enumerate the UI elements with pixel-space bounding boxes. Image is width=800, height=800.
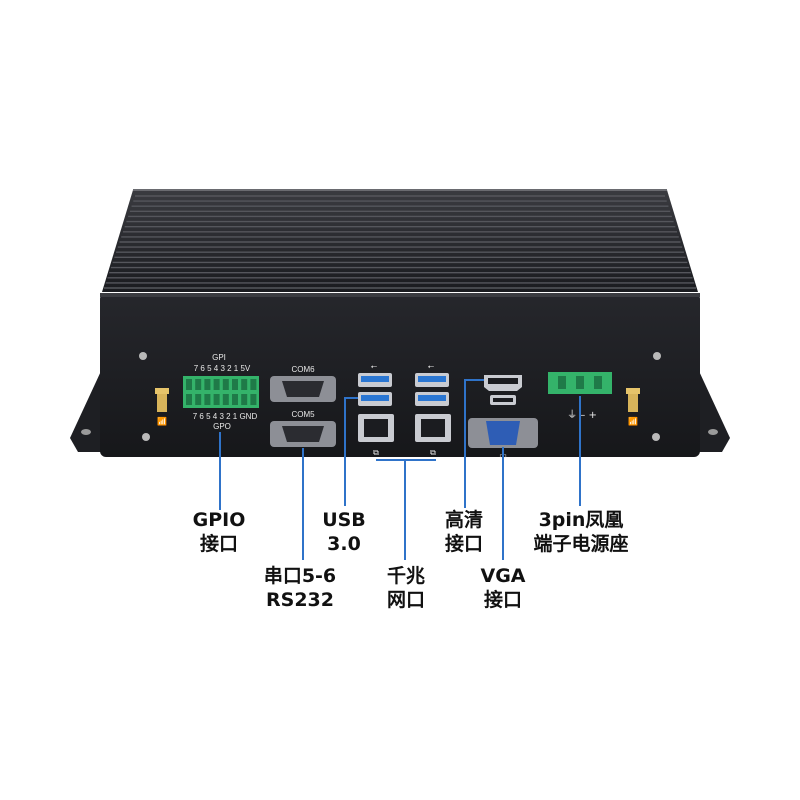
heatsink-fins — [102, 189, 698, 292]
gpi-pin-labels: 7 6 5 4 3 2 1 5V — [194, 364, 251, 373]
wifi-icon: 📶 — [157, 416, 167, 426]
gpo-pin-labels: 7 6 5 4 3 2 1 GND — [193, 412, 258, 421]
hdmi-port — [484, 375, 522, 391]
gpio-pin — [250, 379, 257, 390]
antenna-connector-right: 📶 — [626, 388, 640, 426]
usb3-ports: ⭠ ⭠ — [358, 362, 449, 406]
gpio-pin — [213, 394, 220, 405]
hdmi-callout: 高清 接口 — [428, 508, 500, 556]
usb-callout-line1: USB — [322, 509, 366, 531]
com6-label: COM6 — [291, 365, 315, 374]
power-callout-line1: 3pin凤凰 — [538, 509, 624, 531]
gpio-pin — [195, 379, 202, 390]
gpio-callout-line1: GPIO — [192, 509, 246, 531]
gpio-pin — [204, 379, 211, 390]
hdmi-callout-line1: 高清 — [444, 509, 483, 531]
usb-icon: ⭠ — [371, 362, 378, 371]
lan-callout-line2: 网口 — [386, 589, 425, 611]
serial-callout-line2: RS232 — [266, 589, 334, 611]
com5-label: COM5 — [291, 410, 315, 419]
vga-callout: VGA 接口 — [465, 564, 541, 612]
mounting-bracket-left — [70, 356, 108, 452]
gpio-callout-line2: 接口 — [199, 533, 238, 555]
gpio-pin — [222, 394, 229, 405]
usb-icon: ⭠ — [428, 362, 435, 371]
lan-callout: 千兆 网口 — [368, 564, 444, 612]
power-polarity-label: ⏚ – + — [567, 409, 597, 421]
vga-callout-line1: VGA — [480, 565, 526, 587]
network-icon: ⧉ — [430, 448, 436, 457]
front-panel — [100, 293, 700, 457]
gpo-label: GPO — [213, 422, 231, 431]
com6-port: COM6 — [270, 365, 336, 402]
gpio-pin — [241, 379, 248, 390]
gpio-pin — [195, 394, 202, 405]
com5-port: COM5 — [270, 410, 336, 447]
power-callout-line2: 端子电源座 — [533, 533, 629, 555]
mounting-bracket-right — [692, 356, 730, 452]
antenna-connector-left: 📶 — [155, 388, 169, 426]
network-icon: ⧉ — [373, 448, 379, 457]
serial-callout-line1: 串口5-6 — [263, 565, 337, 587]
usb-callout: USB 3.0 — [308, 508, 380, 556]
gpio-pin — [250, 394, 257, 405]
gpio-pin — [204, 394, 211, 405]
gpio-pin — [222, 379, 229, 390]
displayport-port — [490, 395, 516, 405]
vga-callout-line2: 接口 — [483, 589, 522, 611]
lan-callout-line1: 千兆 — [386, 565, 425, 587]
power-terminal-3pin: ⏚ – + — [548, 372, 612, 421]
leader-lines — [219, 379, 581, 560]
gpio-pin — [186, 379, 192, 390]
gpio-pin — [232, 379, 238, 390]
gpio-pin — [232, 394, 238, 405]
gpio-callout: GPIO 接口 — [178, 508, 260, 556]
wifi-icon: 📶 — [628, 416, 638, 426]
gpio-pin — [186, 394, 192, 405]
gpio-pin — [213, 379, 220, 390]
serial-callout: 串口5-6 RS232 — [250, 564, 350, 612]
gpio-terminal-block: GPI 7 6 5 4 3 2 1 5V 7 6 5 4 3 2 1 GND G… — [183, 353, 259, 431]
power-callout: 3pin凤凰 端子电源座 — [515, 508, 647, 556]
gpi-label: GPI — [212, 353, 226, 362]
hdmi-callout-line2: 接口 — [444, 533, 483, 555]
gigabit-lan-ports: ⧉ ⧉ — [358, 414, 451, 457]
gpio-pin — [241, 394, 248, 405]
usb-callout-line2: 3.0 — [327, 533, 361, 555]
